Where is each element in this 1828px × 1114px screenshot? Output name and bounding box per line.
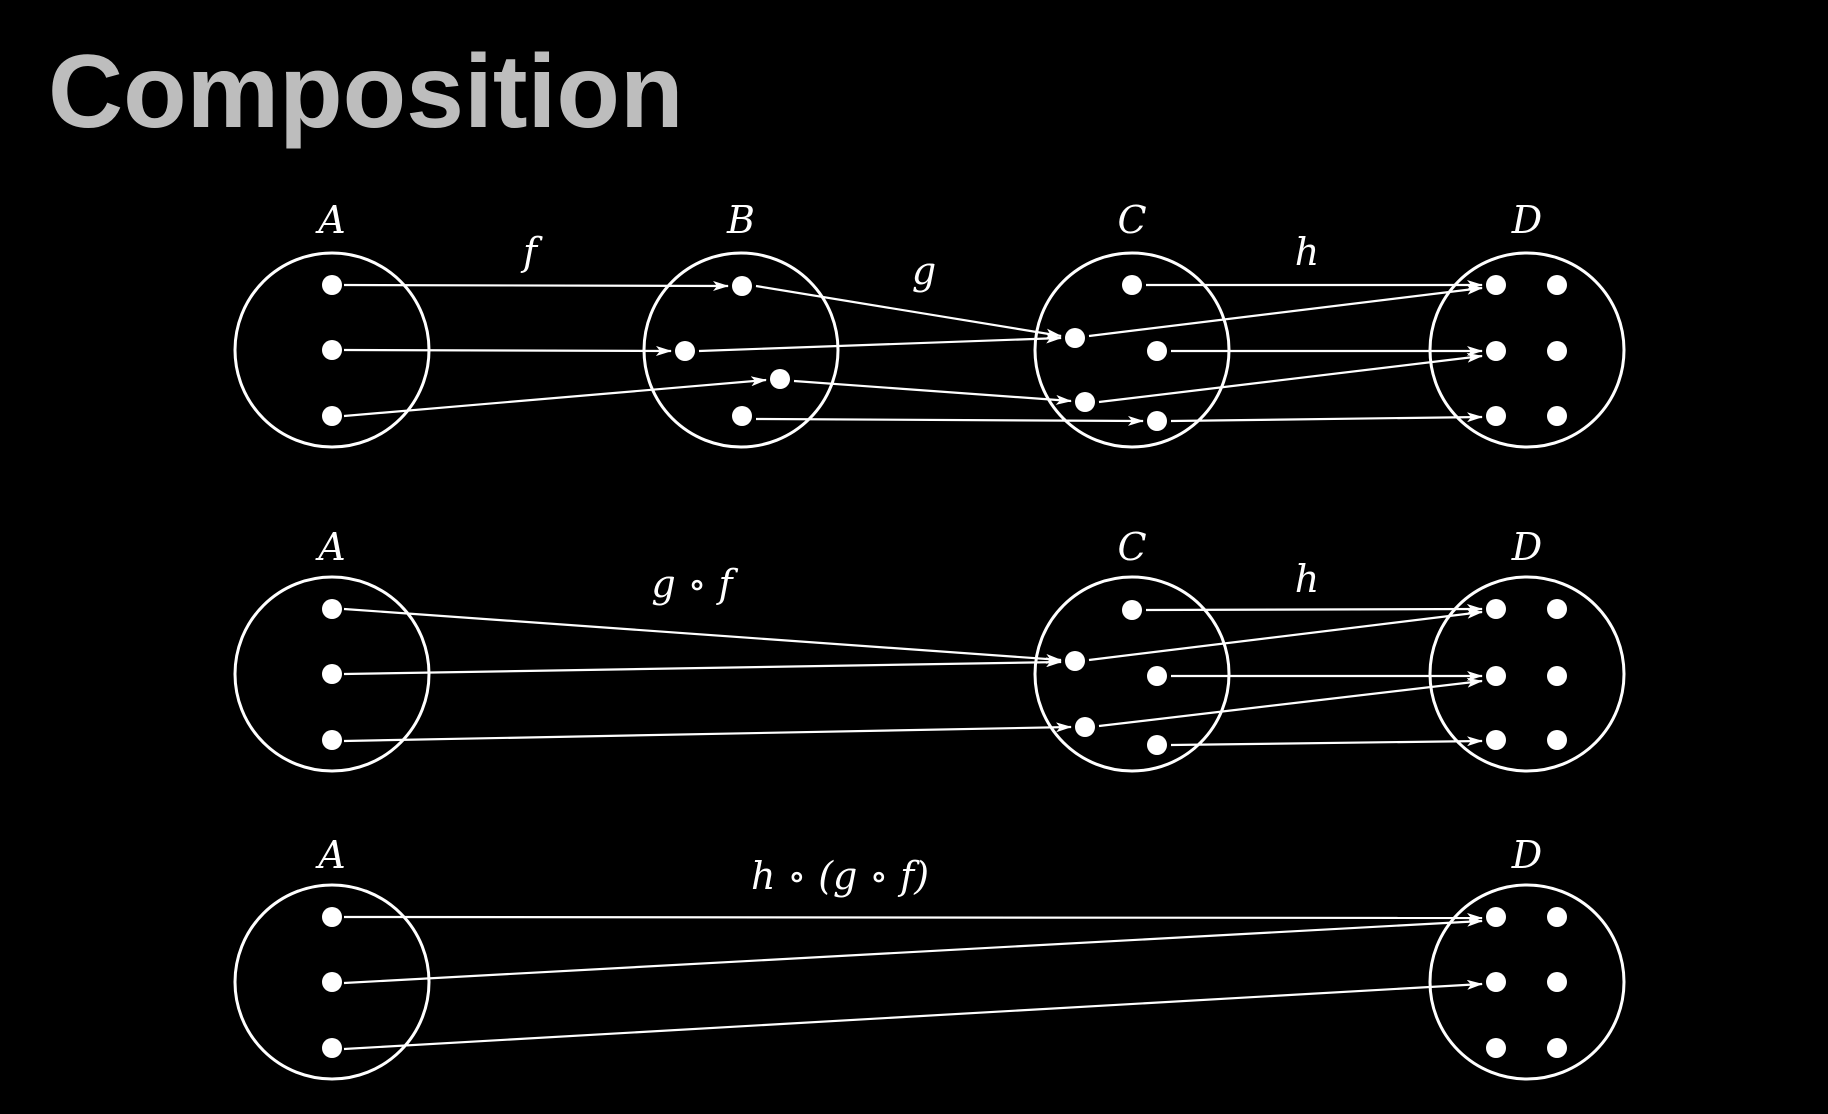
set-d-circle: [1428, 883, 1626, 1081]
element-dot: [1075, 717, 1095, 737]
arrow-h: [1170, 412, 1483, 423]
arrow-h-compose-g-compose-f: [343, 912, 1483, 923]
set-label-c: C: [1117, 198, 1146, 242]
arrow-h: [1170, 736, 1483, 747]
map-label-g: g: [912, 249, 936, 293]
element-dot: [322, 340, 342, 360]
set-a-circle: [233, 883, 431, 1081]
arrow-g-compose-f: [343, 607, 1062, 664]
element-dot: [1075, 392, 1095, 412]
element-dot: [1486, 1038, 1506, 1058]
element-dot: [1122, 600, 1142, 620]
element-dot: [322, 972, 342, 992]
element-dot: [1486, 275, 1506, 295]
element-dot: [1147, 411, 1167, 431]
set-label-c: C: [1117, 525, 1146, 569]
slide-title: Composition: [48, 34, 684, 150]
element-dot: [1547, 406, 1567, 426]
arrow-f: [343, 345, 672, 356]
map-label-h: h: [1295, 557, 1319, 601]
set-label-a: A: [315, 525, 345, 569]
element-dot: [1547, 275, 1567, 295]
map-label-h-compose-g-compose-f: h ∘ (g ∘ f): [751, 854, 929, 898]
element-dot: [1486, 730, 1506, 750]
element-dot: [1147, 666, 1167, 686]
set-label-a: A: [315, 198, 345, 242]
set-label-a: A: [315, 833, 345, 877]
map-label-g-compose-f: g ∘ f: [651, 562, 738, 606]
element-dot: [1486, 599, 1506, 619]
arrow-g: [755, 284, 1062, 339]
element-dot: [1147, 341, 1167, 361]
arrow-h: [1088, 608, 1483, 662]
set-c-circle: [1033, 575, 1231, 773]
element-dot: [770, 369, 790, 389]
arrow-h: [1145, 604, 1483, 615]
row-2: A C D g ∘ f h: [233, 525, 1626, 773]
element-dot: [1547, 599, 1567, 619]
arrow-f: [343, 376, 767, 418]
arrow-h-compose-g-compose-f: [343, 979, 1483, 1051]
element-dot: [322, 730, 342, 750]
element-dot: [1486, 666, 1506, 686]
set-label-d: D: [1511, 525, 1542, 569]
row-3: A D h ∘ (g ∘ f): [233, 833, 1626, 1081]
element-dot: [1486, 341, 1506, 361]
element-dot: [1486, 907, 1506, 927]
set-label-b: B: [726, 198, 755, 242]
arrow-h: [1098, 677, 1483, 728]
element-dot: [322, 1038, 342, 1058]
element-dot: [732, 276, 752, 296]
element-dot: [1147, 735, 1167, 755]
element-dot: [1547, 1038, 1567, 1058]
element-dot: [1065, 651, 1085, 671]
element-dot: [1547, 730, 1567, 750]
arrow-g: [698, 333, 1062, 353]
arrow-g: [755, 415, 1144, 426]
element-dot: [1547, 666, 1567, 686]
arrow-f: [343, 280, 729, 291]
element-dot: [322, 907, 342, 927]
element-dot: [322, 406, 342, 426]
arrow-h-compose-g-compose-f: [343, 916, 1483, 985]
arrow-g-compose-f: [343, 722, 1072, 743]
element-dot: [675, 341, 695, 361]
arrow-g: [793, 379, 1072, 405]
element-dot: [1547, 341, 1567, 361]
element-dot: [322, 275, 342, 295]
element-dot: [1547, 972, 1567, 992]
arrow-h: [1098, 352, 1483, 404]
element-dot: [322, 664, 342, 684]
element-dot: [1486, 406, 1506, 426]
set-label-d: D: [1511, 198, 1542, 242]
map-label-f: f: [520, 230, 543, 274]
element-dot: [1547, 907, 1567, 927]
arrow-h: [1088, 284, 1483, 338]
element-dot: [732, 406, 752, 426]
element-dot: [322, 599, 342, 619]
element-dot: [1122, 275, 1142, 295]
row-1: A B C D f g h: [233, 198, 1626, 449]
element-dot: [1486, 972, 1506, 992]
set-a-circle: [233, 575, 431, 773]
map-label-h: h: [1295, 230, 1319, 274]
element-dot: [1065, 328, 1085, 348]
set-d-circle: [1428, 575, 1626, 773]
arrow-g-compose-f: [343, 657, 1062, 676]
set-label-d: D: [1511, 833, 1542, 877]
